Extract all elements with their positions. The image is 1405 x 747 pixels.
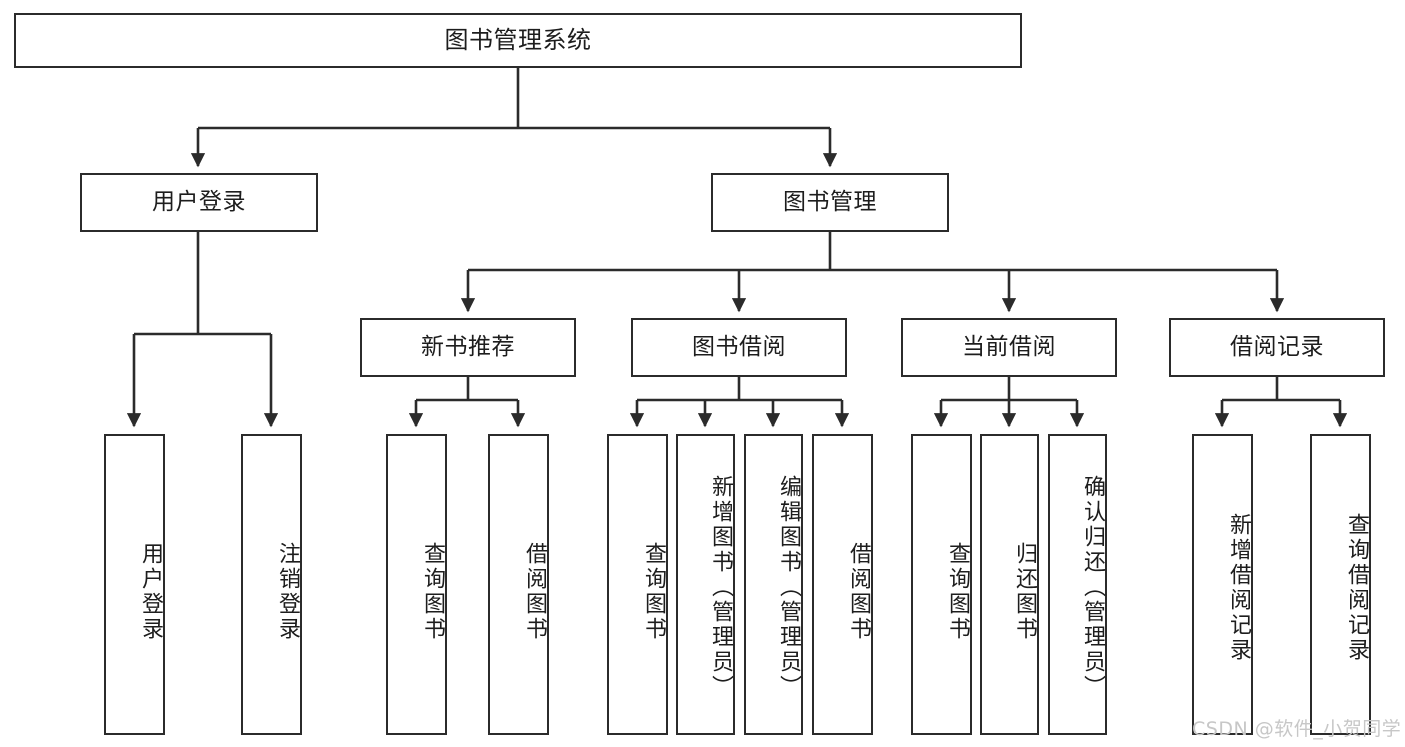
node-new-book-recommend[interactable]: 新书推荐 (360, 318, 576, 377)
leaf-query-book-recommend[interactable]: 查询图书 (386, 434, 447, 735)
leaf-borrow-book-borrow[interactable]: 借阅图书 (812, 434, 873, 735)
leaf-edit-book-admin[interactable]: 编辑图书（管理员） (744, 434, 803, 735)
csdn-watermark: CSDN @软件_小贺同学 (1192, 718, 1402, 740)
node-book-management[interactable]: 图书管理 (711, 173, 949, 232)
leaf-confirm-return-admin[interactable]: 确认归还（管理员） (1048, 434, 1107, 735)
leaf-borrow-book-recommend[interactable]: 借阅图书 (488, 434, 549, 735)
node-system-title[interactable]: 图书管理系统 (14, 13, 1022, 68)
node-user-login[interactable]: 用户登录 (80, 173, 318, 232)
leaf-query-borrow-record[interactable]: 查询借阅记录 (1310, 434, 1371, 735)
leaf-return-book[interactable]: 归还图书 (980, 434, 1039, 735)
leaf-add-book-admin[interactable]: 新增图书（管理员） (676, 434, 735, 735)
leaf-add-borrow-record[interactable]: 新增借阅记录 (1192, 434, 1253, 735)
node-borrow-record[interactable]: 借阅记录 (1169, 318, 1385, 377)
node-current-borrow[interactable]: 当前借阅 (901, 318, 1117, 377)
leaf-query-book-current[interactable]: 查询图书 (911, 434, 972, 735)
leaf-query-book-borrow[interactable]: 查询图书 (607, 434, 668, 735)
leaf-logout-login[interactable]: 注销登录 (241, 434, 302, 735)
node-book-borrow[interactable]: 图书借阅 (631, 318, 847, 377)
leaf-user-login[interactable]: 用户登录 (104, 434, 165, 735)
